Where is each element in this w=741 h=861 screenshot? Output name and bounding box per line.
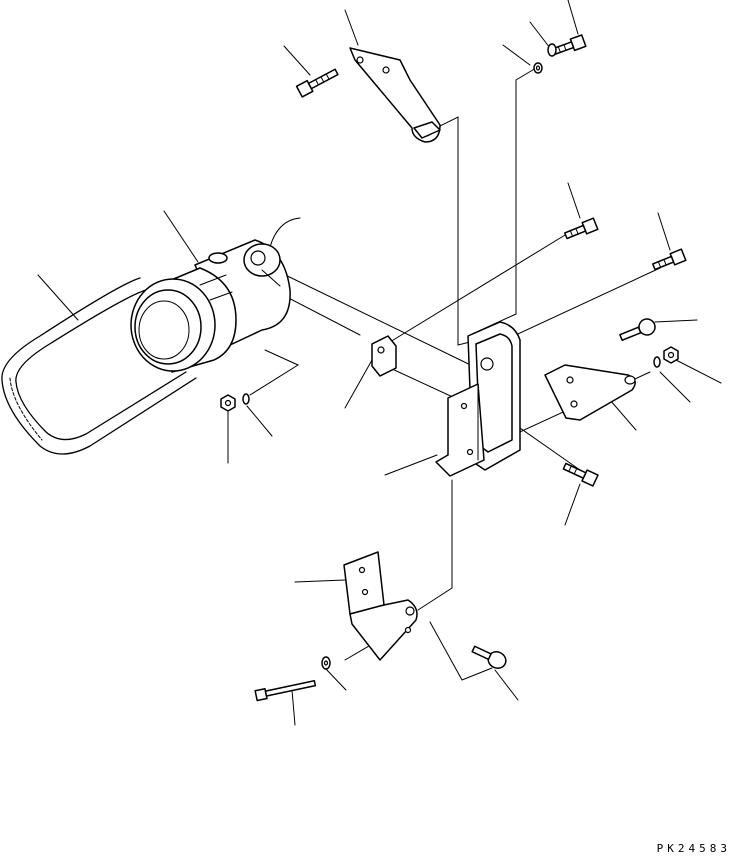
bolt: [652, 248, 687, 271]
leader-line: [344, 9, 359, 46]
nut: [663, 346, 679, 364]
upper-fasteners: [295, 34, 587, 98]
assembly-line: [431, 116, 471, 346]
adjusting-plate-right: [544, 364, 636, 421]
assembly-line: [249, 349, 300, 396]
leader-line: [529, 21, 551, 49]
bolt: [471, 645, 507, 669]
assembly-line: [274, 269, 486, 373]
bolt: [564, 217, 599, 240]
leader-line: [657, 212, 671, 251]
lower-fasteners: [254, 645, 507, 702]
bolt: [551, 34, 587, 56]
washer: [242, 393, 250, 405]
right-fasteners: [564, 217, 687, 368]
leader-lines: [37, 0, 722, 726]
leader-line: [384, 454, 438, 476]
bolt: [295, 68, 339, 98]
leader-line: [675, 359, 722, 384]
bolt: [619, 318, 656, 342]
adjusting-arm-upper: [349, 47, 441, 143]
leader-line: [659, 371, 691, 403]
nut: [220, 394, 236, 412]
drawing-code: PK24583: [656, 842, 731, 855]
leader-line: [654, 319, 698, 323]
washer: [547, 43, 557, 57]
assembly-line: [417, 479, 453, 611]
leader-line: [609, 399, 637, 431]
leader-line: [37, 274, 79, 321]
long-bolt: [254, 679, 317, 702]
assembly-line: [504, 267, 661, 341]
leader-line: [163, 210, 199, 263]
leader-line: [344, 359, 373, 409]
wire-lead: [269, 217, 301, 248]
assembly-line: [384, 231, 571, 346]
leader-line: [324, 667, 347, 691]
assembly-line: [429, 621, 493, 681]
washer: [653, 356, 661, 368]
leader-line: [567, 182, 581, 219]
lower-bracket: [343, 551, 418, 661]
bolt: [562, 462, 599, 487]
leader-line: [502, 44, 531, 66]
leader-line: [294, 579, 346, 583]
assembly-line: [469, 67, 537, 336]
leader-line: [291, 689, 296, 726]
left-fasteners: [220, 393, 250, 412]
leader-line: [564, 483, 581, 526]
v-belt: [1, 277, 197, 455]
leader-line: [494, 669, 519, 701]
leader-line: [283, 45, 311, 76]
main-bracket: [435, 321, 521, 477]
compressor-body: [130, 239, 291, 373]
leader-line: [567, 0, 579, 35]
leader-line: [246, 405, 273, 437]
clamp-block: [371, 335, 397, 377]
